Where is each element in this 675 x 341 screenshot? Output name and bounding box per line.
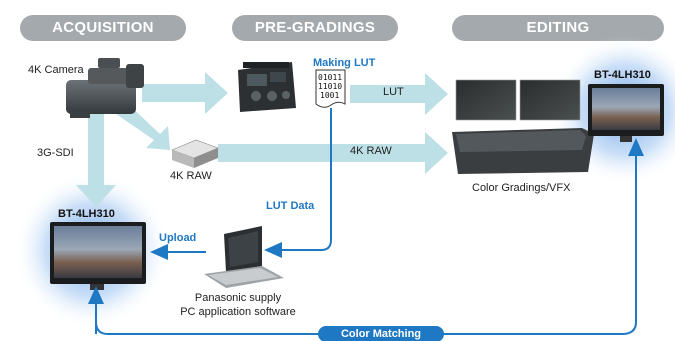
camera-icon (66, 58, 144, 118)
upload-label: Upload (159, 232, 197, 244)
header-pre-gradings: PRE-GRADINGS (232, 15, 398, 41)
lut-flow-label: LUT (383, 86, 404, 98)
monitor-right-label: BT-4LH310 (594, 69, 651, 81)
grading-deck-icon (238, 62, 296, 112)
lut-code-block: 01011 11010 1001 (318, 73, 342, 100)
arrow-lut-to-editing (350, 73, 448, 115)
lut-document-icon (315, 69, 346, 108)
arrow-camera-to-raw (116, 104, 170, 150)
camera-label: 4K Camera (28, 64, 84, 76)
arrow-raw-to-editing (218, 132, 448, 174)
lut-code-line-1: 01011 (318, 73, 343, 82)
laptop-icon (204, 226, 284, 288)
color-matching-pill-bg (318, 326, 444, 341)
color-gradings-label: Color Gradings/VFX (472, 182, 571, 194)
lut-data-line (264, 108, 332, 258)
sdi-label: 3G-SDI (37, 147, 74, 159)
screen-b (519, 79, 581, 121)
flow-arrows (76, 72, 448, 207)
lut-code-line-3: 1001 (320, 91, 340, 100)
arrow-camera-to-deck (142, 72, 228, 114)
arrow-camera-to-monitor (76, 112, 116, 207)
software-label-line2: PC application software (180, 306, 296, 318)
lut-data-label: LUT Data (266, 200, 315, 212)
header-acquisition: ACQUISITION (20, 15, 186, 41)
screen-a (455, 79, 517, 121)
software-label-line1: Panasonic supply (194, 292, 282, 304)
raw-recorder-label: 4K RAW (170, 170, 212, 182)
raw-recorder-icon (171, 139, 219, 168)
color-matching-label: Color Matching (340, 328, 422, 340)
monitor-left-label: BT-4LH310 (58, 208, 115, 220)
lut-code-line-2: 11010 (318, 82, 343, 91)
making-lut-label: Making LUT (313, 57, 376, 69)
monitor-left-icon (50, 222, 146, 290)
raw-flow-label: 4K RAW (350, 145, 392, 157)
editing-screens (452, 79, 594, 174)
monitor-right-icon (588, 84, 664, 142)
